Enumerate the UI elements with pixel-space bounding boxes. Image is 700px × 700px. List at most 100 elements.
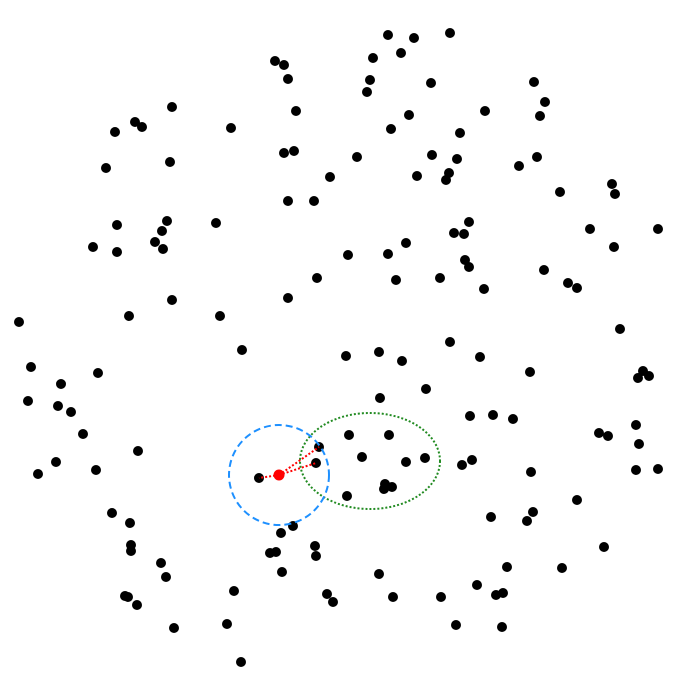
data-point [167,102,177,112]
data-point [633,373,643,383]
data-point [401,457,411,467]
query-point [273,469,285,481]
data-point [374,347,384,357]
data-point [457,460,467,470]
data-point [653,464,663,474]
data-point [435,273,445,283]
data-point [396,48,406,58]
data-point [449,228,459,238]
data-point [237,345,247,355]
data-point [169,623,179,633]
data-point [603,431,613,441]
data-point [464,217,474,227]
data-point [291,106,301,116]
data-point [375,393,385,403]
data-point [150,237,160,247]
data-point [229,586,239,596]
data-point [271,547,281,557]
data-point [279,148,289,158]
data-point [344,430,354,440]
data-point [445,28,455,38]
data-point [572,283,582,293]
data-point [310,541,320,551]
data-point [123,592,133,602]
data-point [23,396,33,406]
data-point [391,275,401,285]
data-point [283,74,293,84]
data-point [368,53,378,63]
data-point [397,356,407,366]
data-point [528,507,538,517]
data-point [480,106,490,116]
data-point [451,620,461,630]
data-point [594,428,604,438]
data-point [137,122,147,132]
data-point [167,295,177,305]
data-point [486,512,496,522]
data-point [522,516,532,526]
data-point [161,572,171,582]
data-point [464,262,474,272]
data-point [467,455,477,465]
data-point [222,619,232,629]
data-point [130,117,140,127]
data-point [445,337,455,347]
data-point [465,411,475,421]
data-point [343,250,353,260]
data-point [211,218,221,228]
data-point [555,187,565,197]
data-point [508,414,518,424]
data-point [322,589,332,599]
data-point [607,179,617,189]
data-point [276,528,286,538]
data-point [599,542,609,552]
data-point [133,446,143,456]
data-point [158,244,168,254]
data-point [325,172,335,182]
data-point [383,249,393,259]
neighbor-link [258,474,280,479]
data-point [342,491,352,501]
data-point [156,558,166,568]
data-point [110,127,120,137]
data-point [283,293,293,303]
data-point [357,452,367,462]
neighbor-link [278,462,317,476]
data-point [112,247,122,257]
data-point [328,597,338,607]
data-point [401,238,411,248]
data-point [91,465,101,475]
data-point [289,146,299,156]
data-point [132,600,142,610]
data-point [215,311,225,321]
data-point [88,242,98,252]
data-point [535,111,545,121]
data-point [277,567,287,577]
data-point [441,175,451,185]
data-point [572,495,582,505]
data-point [384,430,394,440]
data-point [532,152,542,162]
data-point [33,469,43,479]
data-point [365,75,375,85]
data-point [615,324,625,334]
data-point [479,284,489,294]
data-point [312,273,322,283]
data-point [341,351,351,361]
data-point [404,110,414,120]
search-radius-circle [228,424,330,526]
data-point [236,657,246,667]
data-point [653,224,663,234]
region-ellipse [299,412,441,510]
data-point [279,60,289,70]
data-point [125,518,135,528]
data-point [436,592,446,602]
data-point [383,30,393,40]
data-point [387,482,397,492]
data-point [427,150,437,160]
data-point [459,229,469,239]
data-point [498,588,508,598]
data-point [539,265,549,275]
data-point [452,154,462,164]
